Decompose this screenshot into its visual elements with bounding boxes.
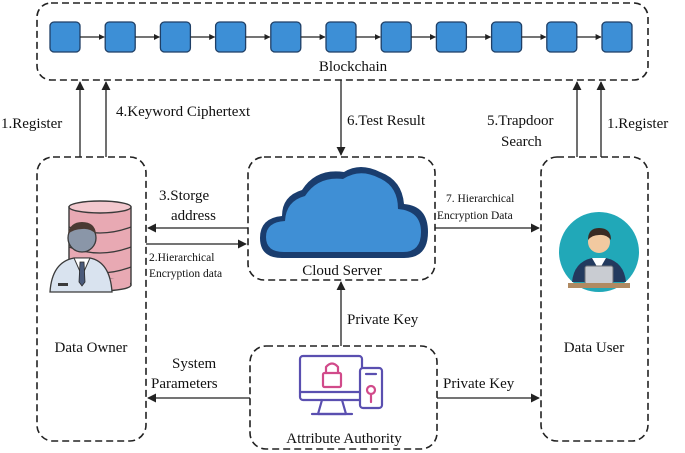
attribute-authority-label: Attribute Authority xyxy=(286,431,402,447)
user-register-label: 1.Register xyxy=(607,116,668,132)
hier-data-label-line2: Encryption Data xyxy=(437,210,513,222)
hier-data-label-line1: 7. Hierarchical xyxy=(446,193,514,205)
data-user-box xyxy=(540,156,649,442)
private-key-user-label: Private Key xyxy=(443,376,515,392)
private-key-server-label: Private Key xyxy=(347,312,419,328)
system-params-label-line1: System xyxy=(172,356,217,372)
block-1 xyxy=(49,21,81,53)
trapdoor-label-line1: 5.Trapdoor xyxy=(487,113,554,129)
data-owner-label: Data Owner xyxy=(55,340,128,356)
user-database-icon xyxy=(49,200,132,293)
storage-label-line1: 3.Storge xyxy=(159,188,209,204)
block-8 xyxy=(435,21,468,53)
hier-enc-label-line1: 2.Hierarchical xyxy=(149,252,214,264)
block-3 xyxy=(159,21,192,53)
cloud-icon xyxy=(260,167,428,258)
blockchain-label: Blockchain xyxy=(319,59,388,75)
block-2 xyxy=(104,21,136,53)
hier-enc-label-line2: Encryption data xyxy=(149,268,222,280)
user-laptop-icon xyxy=(559,212,639,292)
block-6 xyxy=(325,21,357,53)
system-params-label-line2: Parameters xyxy=(151,376,218,392)
blockchain-chain xyxy=(49,21,633,53)
data-owner-box xyxy=(36,156,147,442)
block-11 xyxy=(601,21,633,53)
cloud-server-label: Cloud Server xyxy=(302,263,382,279)
secure-computer-icon xyxy=(298,354,384,416)
cloud-server-box xyxy=(247,156,436,281)
block-5 xyxy=(270,21,302,53)
keyword-ciphertext-label: 4.Keyword Ciphertext xyxy=(116,104,251,120)
owner-register-label: 1.Register xyxy=(1,116,62,132)
block-7 xyxy=(380,21,412,53)
blockchain-box xyxy=(36,2,649,81)
storage-label-line2: address xyxy=(171,208,216,224)
test-result-label: 6.Test Result xyxy=(347,113,426,129)
block-10 xyxy=(546,21,578,53)
block-9 xyxy=(490,21,523,53)
trapdoor-label-line2: Search xyxy=(501,134,542,150)
block-4 xyxy=(214,21,247,53)
data-user-label: Data User xyxy=(564,340,624,356)
